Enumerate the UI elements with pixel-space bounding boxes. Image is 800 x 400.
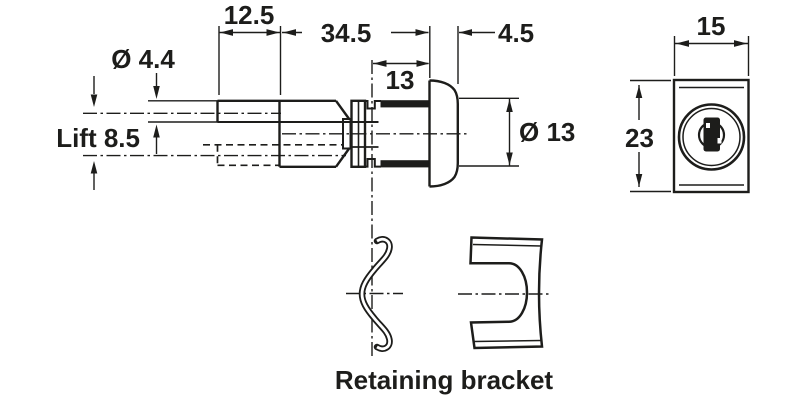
dim-cap-diameter-label: Ø 13 [519,117,575,147]
arrowhead-up [90,161,98,174]
arrowhead-right [415,29,429,36]
lock-front-view [672,78,750,194]
barrel-top-groove [365,100,381,110]
arrowhead [459,29,472,36]
arrowhead-right [734,40,747,47]
retaining-bracket-side-view [358,236,393,352]
cylinder-face-outer-ring [677,103,746,171]
arrowhead-down [506,152,513,166]
dim-cap-depth-label: 4.5 [498,18,534,48]
cylinder-face-inner-ring [682,107,741,167]
mounting-flange [350,99,367,169]
dimension-groove-to-front: 13 [373,60,430,95]
dimension-cap-depth: 4.5 [457,18,534,84]
dimension-front-width: 15 [673,11,750,76]
dimension-shaft-offset: 12.5 [218,0,282,95]
arrowhead-right [266,29,280,36]
dim-groove-to-front-label: 13 [386,65,415,95]
dimension-lift: Lift 8.5 [56,76,140,190]
arrowhead-up [506,99,513,112]
dim-shaft-diameter-label: Ø 4.4 [111,44,175,74]
dimension-body-length: 34.5 [282,18,431,78]
arrowhead-down [153,86,160,99]
escutcheon-outline [672,78,750,194]
dimension-cap-diameter: Ø 13 [459,97,575,167]
dimension-front-height: 23 [625,79,671,193]
arrowhead-left [283,29,296,36]
keyway-notch-left [706,123,710,128]
bracket-outline [469,236,544,350]
body-bottom-chamfer [335,147,351,168]
keyway-notch-right [717,138,722,144]
dim-shaft-offset-label: 12.5 [224,0,275,30]
arrowhead-right [416,60,430,67]
dim-front-height-label: 23 [625,123,654,153]
arrowhead-up [635,85,643,98]
bracket-top-fold-line [472,243,542,247]
barrel-bottom-seal [380,160,430,168]
dim-front-width-label: 15 [697,11,726,41]
arrowhead-up [153,124,160,138]
cap-dome-outline [429,79,459,188]
dim-lift-label: Lift 8.5 [56,123,140,153]
dimension-shaft-diameter: Ø 4.4 [111,44,175,154]
arrowhead-left [220,29,233,36]
keyway-slot [703,117,720,152]
retaining-bracket-front-view [458,236,552,350]
bracket-bottom-fold-line [473,339,542,343]
arrowhead-left [676,40,689,47]
bracket-caption: Retaining bracket [335,365,554,395]
barrel-bottom-groove [365,158,381,168]
arrowhead-down [90,94,98,107]
arrowhead-left [373,60,387,67]
spring-clip-inner [360,237,391,351]
body-top-chamfer [335,100,351,121]
dim-body-length-label: 34.5 [321,18,372,48]
arrowhead-down [635,174,643,187]
lock-side-view [148,79,459,188]
barrel-top-seal [380,100,430,108]
